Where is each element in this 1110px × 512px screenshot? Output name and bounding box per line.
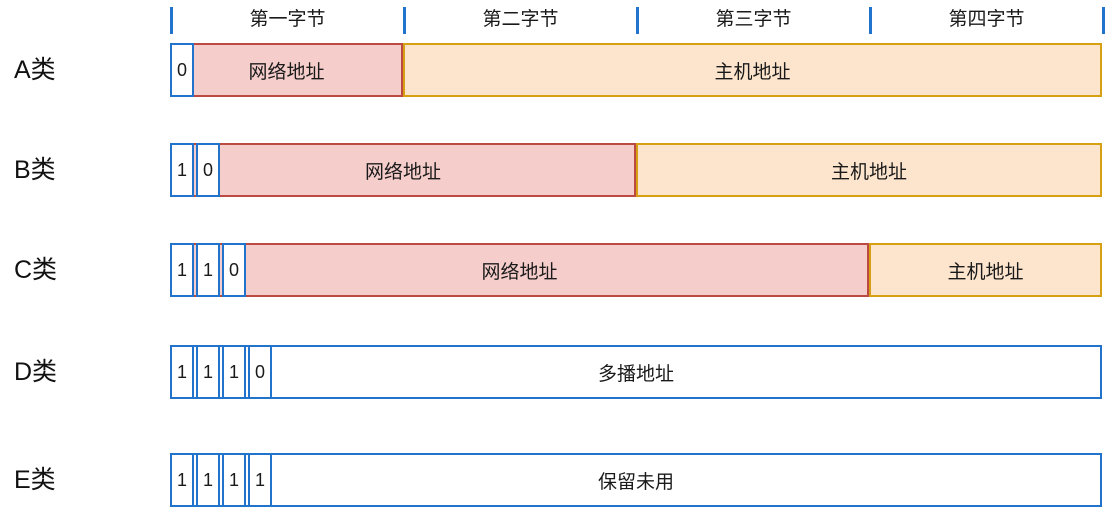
byte-header: 第一字节 第二字节 第三字节 第四字节: [170, 0, 1106, 40]
row-label-class-a: A类: [14, 56, 56, 84]
bit-box: 0: [248, 345, 272, 399]
bit-box: 0: [196, 143, 220, 197]
row-class-c: 网络地址 主机地址 1 1 0: [170, 243, 1102, 297]
row-class-e: 保留未用 1 1 1 1: [170, 453, 1102, 507]
row-label-class-c: C类: [14, 256, 58, 284]
bit-box: 1: [196, 243, 220, 297]
bit-box: 0: [222, 243, 246, 297]
leading-bits: 1 1 0: [170, 243, 246, 297]
byte-divider-tick: [170, 7, 173, 34]
bit-box: 1: [170, 453, 194, 507]
byte-label-3: 第三字节: [715, 9, 792, 30]
bit-box: 1: [196, 453, 220, 507]
leading-bits: 0: [170, 43, 194, 97]
bit-box: 1: [170, 143, 194, 197]
segment-label: 网络地址: [248, 61, 325, 83]
bit-box: 1: [170, 243, 194, 297]
network-address-segment: 网络地址: [170, 243, 869, 297]
segment-label: 主机地址: [714, 61, 791, 83]
byte-divider-tick: [1102, 7, 1105, 34]
segment-label: 多播地址: [597, 363, 674, 385]
reserved-segment: 保留未用: [170, 453, 1102, 507]
network-address-segment: 网络地址: [170, 143, 636, 197]
byte-label-2: 第二字节: [482, 9, 559, 30]
bit-box: 1: [196, 345, 220, 399]
row-class-d: 多播地址 1 1 1 0: [170, 345, 1102, 399]
segment-label: 网络地址: [481, 261, 558, 283]
host-address-segment: 主机地址: [869, 243, 1102, 297]
bit-box: 1: [170, 345, 194, 399]
leading-bits: 1 1 1 0: [170, 345, 272, 399]
bit-box: 1: [222, 345, 246, 399]
bit-box: 1: [222, 453, 246, 507]
segment-label: 主机地址: [947, 261, 1024, 283]
bit-box: 0: [170, 43, 194, 97]
leading-bits: 1 1 1 1: [170, 453, 272, 507]
row-label-class-d: D类: [14, 358, 58, 386]
host-address-segment: 主机地址: [403, 43, 1102, 97]
leading-bits: 1 0: [170, 143, 220, 197]
row-label-class-e: E类: [14, 466, 56, 494]
row-label-class-b: B类: [14, 156, 56, 184]
row-class-a: 网络地址 主机地址 0: [170, 43, 1102, 97]
byte-divider-tick: [636, 7, 639, 34]
segment-label: 保留未用: [597, 471, 674, 493]
byte-divider-tick: [403, 7, 406, 34]
segment-label: 主机地址: [830, 161, 907, 183]
bit-box: 1: [248, 453, 272, 507]
network-address-segment: 网络地址: [170, 43, 403, 97]
byte-label-4: 第四字节: [948, 9, 1025, 30]
row-class-b: 网络地址 主机地址 1 0: [170, 143, 1102, 197]
host-address-segment: 主机地址: [636, 143, 1102, 197]
segment-label: 网络地址: [364, 161, 441, 183]
byte-label-1: 第一字节: [249, 9, 326, 30]
multicast-address-segment: 多播地址: [170, 345, 1102, 399]
byte-divider-tick: [869, 7, 872, 34]
